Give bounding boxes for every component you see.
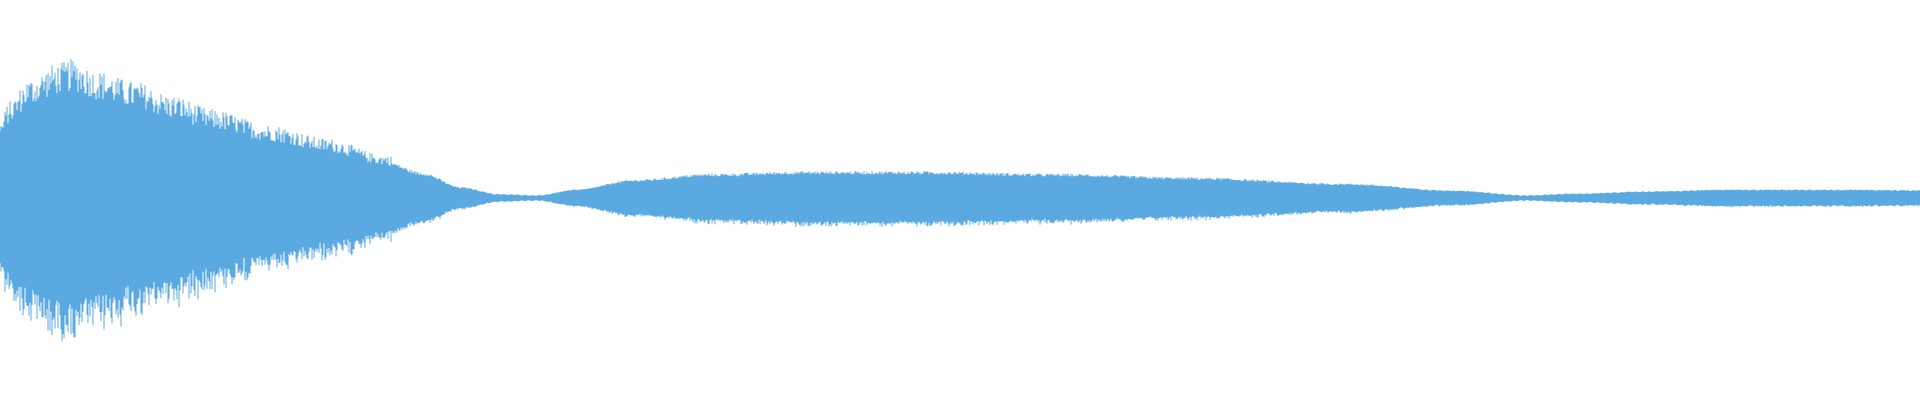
waveform-peaks (0, 59, 1920, 341)
waveform-trace (0, 59, 1920, 341)
